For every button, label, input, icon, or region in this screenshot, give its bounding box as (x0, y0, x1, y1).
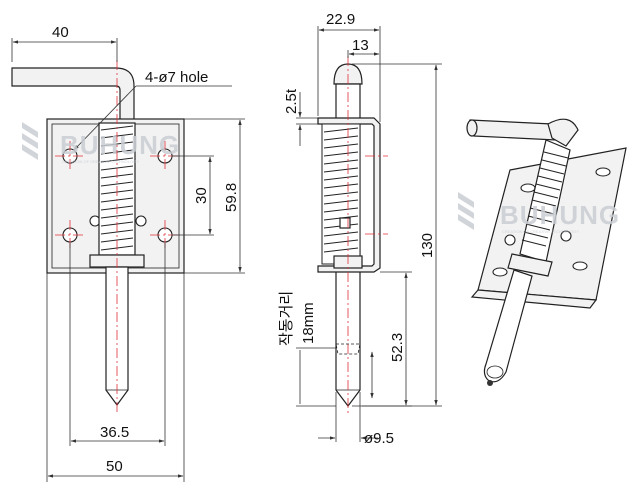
iso-pin (483, 269, 533, 383)
stroke-ghost-pin (335, 343, 361, 355)
dim-pin-diameter: ø9.5 (364, 430, 394, 447)
rivet-right (135, 215, 147, 227)
dim-pin-extension: 52.3 (389, 333, 406, 362)
dim-plate-height: 59.8 (223, 183, 240, 212)
side-bracket (317, 117, 381, 273)
side-stop-clip (339, 217, 351, 229)
dim-overall-width: 22.9 (326, 11, 355, 28)
watermark-left: BUHUNG CREATION OF CREATIVE TECHNOLOGY (22, 122, 180, 164)
svg-text:CREATION OF CREATIVE TECHNOLOG: CREATION OF CREATIVE TECHNOLOGY (502, 229, 579, 234)
svg-text:BUHUNG: BUHUNG (500, 200, 620, 230)
svg-text:BUHUNG: BUHUNG (60, 130, 180, 160)
side-spring (321, 123, 361, 265)
svg-text:CREATION OF CREATIVE TECHNOLOG: CREATION OF CREATIVE TECHNOLOGY (62, 159, 139, 164)
dim-top-width: 40 (52, 24, 69, 41)
dim-total-height: 130 (419, 233, 436, 258)
stroke-label: 작동거리 (277, 291, 295, 346)
dim-hole-spacing-v: 30 (193, 187, 210, 204)
hole-callout: 4-ø7 hole (145, 69, 208, 86)
stroke-value: 18mm (300, 302, 317, 344)
iso-spring (521, 151, 569, 247)
handle-bar (11, 67, 135, 121)
dim-thickness: 2.5t (283, 88, 300, 114)
watermark-right: BUHUNG CREATION OF CREATIVE TECHNOLOGY (458, 192, 620, 234)
isometric-view (466, 118, 627, 386)
side-view: 22.9 13 2.5t 130 52.3 ø9.5 작동거리 18mm (277, 11, 442, 447)
dim-plate-width: 50 (106, 458, 123, 475)
front-view: 40 4-ø7 hole 30 59.8 36.5 50 (11, 24, 245, 482)
iso-handle-bar (468, 119, 557, 141)
dim-hole-spacing-h: 36.5 (100, 424, 129, 441)
dim-pin-offset: 13 (352, 37, 369, 54)
